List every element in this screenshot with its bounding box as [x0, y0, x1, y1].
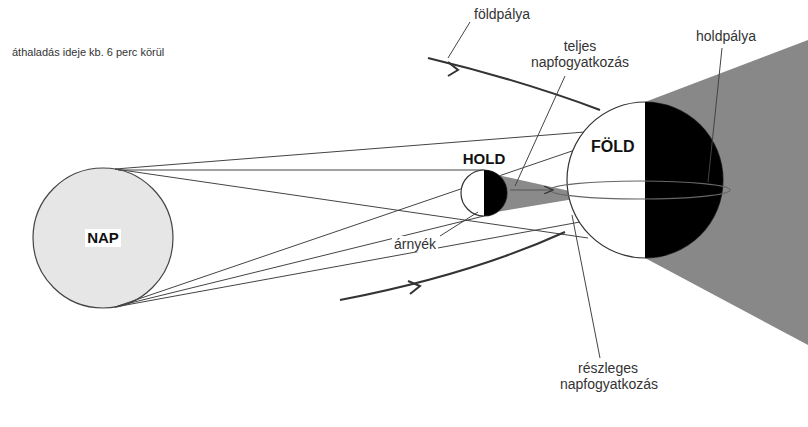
earth-node: FÖLD — [567, 102, 723, 258]
moon-label: HOLD — [461, 150, 508, 168]
sun-node: NAP — [33, 168, 173, 308]
moon-node: HOLD — [456, 150, 512, 218]
earth-label: FÖLD — [589, 138, 637, 156]
sun-circle — [33, 168, 173, 308]
light-rays — [115, 132, 588, 307]
sun-label: NAP — [85, 229, 121, 247]
moon-circle — [461, 170, 507, 216]
callout-label: részleges napfogyatkozás — [558, 360, 658, 392]
earth-orbit-lower — [340, 232, 565, 300]
note-text: áthaladás ideje kb. 6 perc körül — [10, 44, 166, 60]
orbit-label: holdpálya — [694, 28, 758, 44]
orbit-arrow — [408, 281, 420, 294]
orbit-label: földpálya — [472, 6, 532, 22]
leader-lines — [440, 22, 722, 358]
callout-label: árnyék — [392, 236, 438, 252]
orbit-arrow — [510, 189, 552, 190]
moon-orbit — [550, 181, 730, 199]
orbit-arrow — [448, 62, 458, 76]
callout-label: teljes napfogyatkozás — [528, 38, 632, 70]
earth-dark-half — [645, 102, 723, 258]
moon-dark-half — [484, 170, 507, 216]
earth-circle — [567, 102, 723, 258]
